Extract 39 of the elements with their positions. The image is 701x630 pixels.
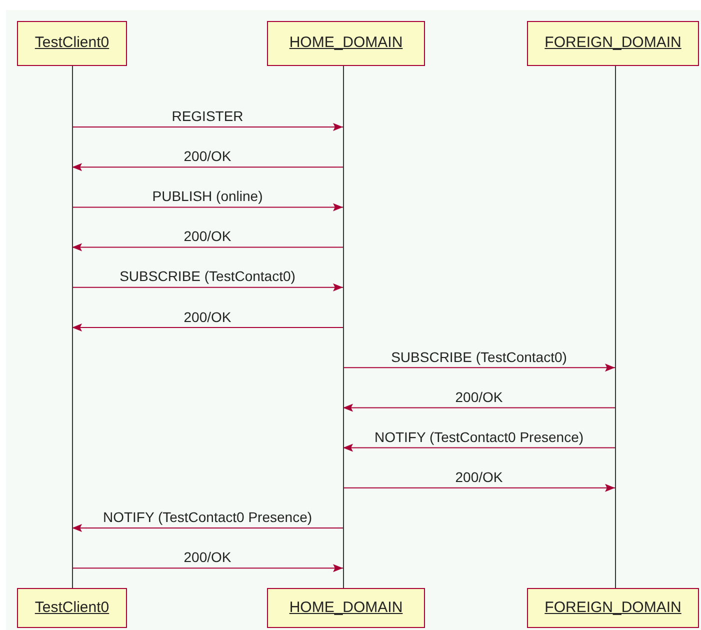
participant-box — [267, 588, 425, 628]
message-arrow — [72, 243, 344, 252]
message-arrow — [72, 524, 344, 532]
message-label: 200/OK — [455, 388, 503, 405]
lifeline — [615, 66, 616, 588]
message-label: 200/OK — [184, 308, 232, 324]
message-label: REGISTER — [172, 108, 244, 124]
message-label: NOTIFY (TestContact0 Presence) — [102, 509, 312, 525]
participant-box — [17, 588, 127, 628]
message-label: SUBSCRIBE (TestContact0) — [391, 348, 567, 365]
message-arrow — [72, 163, 344, 172]
participant-name: HOME_DOMAIN — [289, 598, 403, 618]
message-arrow — [342, 444, 616, 452]
lifeline — [343, 66, 344, 588]
message-arrow — [72, 283, 344, 292]
participant-name: FOREIGN_DOMAIN — [544, 598, 682, 618]
message-arrow — [72, 324, 344, 332]
message-label: PUBLISH (online) — [152, 188, 263, 204]
message-label: NOTIFY (TestContact0 Presence) — [374, 428, 584, 445]
participant-box — [17, 21, 127, 66]
message-label: 200/OK — [184, 549, 232, 566]
message-arrow — [72, 123, 344, 131]
participant-box — [527, 21, 699, 66]
message-label: 200/OK — [184, 148, 232, 164]
message-label: 200/OK — [184, 228, 232, 244]
participant-name: TestClient0 — [34, 33, 110, 54]
message-arrow — [342, 404, 616, 412]
message-arrow — [342, 484, 616, 492]
message-arrow — [342, 364, 616, 372]
participant-name: HOME_DOMAIN — [289, 33, 403, 54]
message-label: SUBSCRIBE (TestContact0) — [120, 268, 296, 284]
participant-box — [527, 588, 699, 628]
participant-name: FOREIGN_DOMAIN — [544, 33, 682, 54]
message-arrow — [72, 203, 344, 212]
message-label: 200/OK — [455, 468, 503, 485]
lifeline — [72, 66, 73, 588]
participant-box — [267, 21, 425, 66]
message-arrow — [72, 564, 344, 572]
participant-name: TestClient0 — [34, 598, 110, 618]
